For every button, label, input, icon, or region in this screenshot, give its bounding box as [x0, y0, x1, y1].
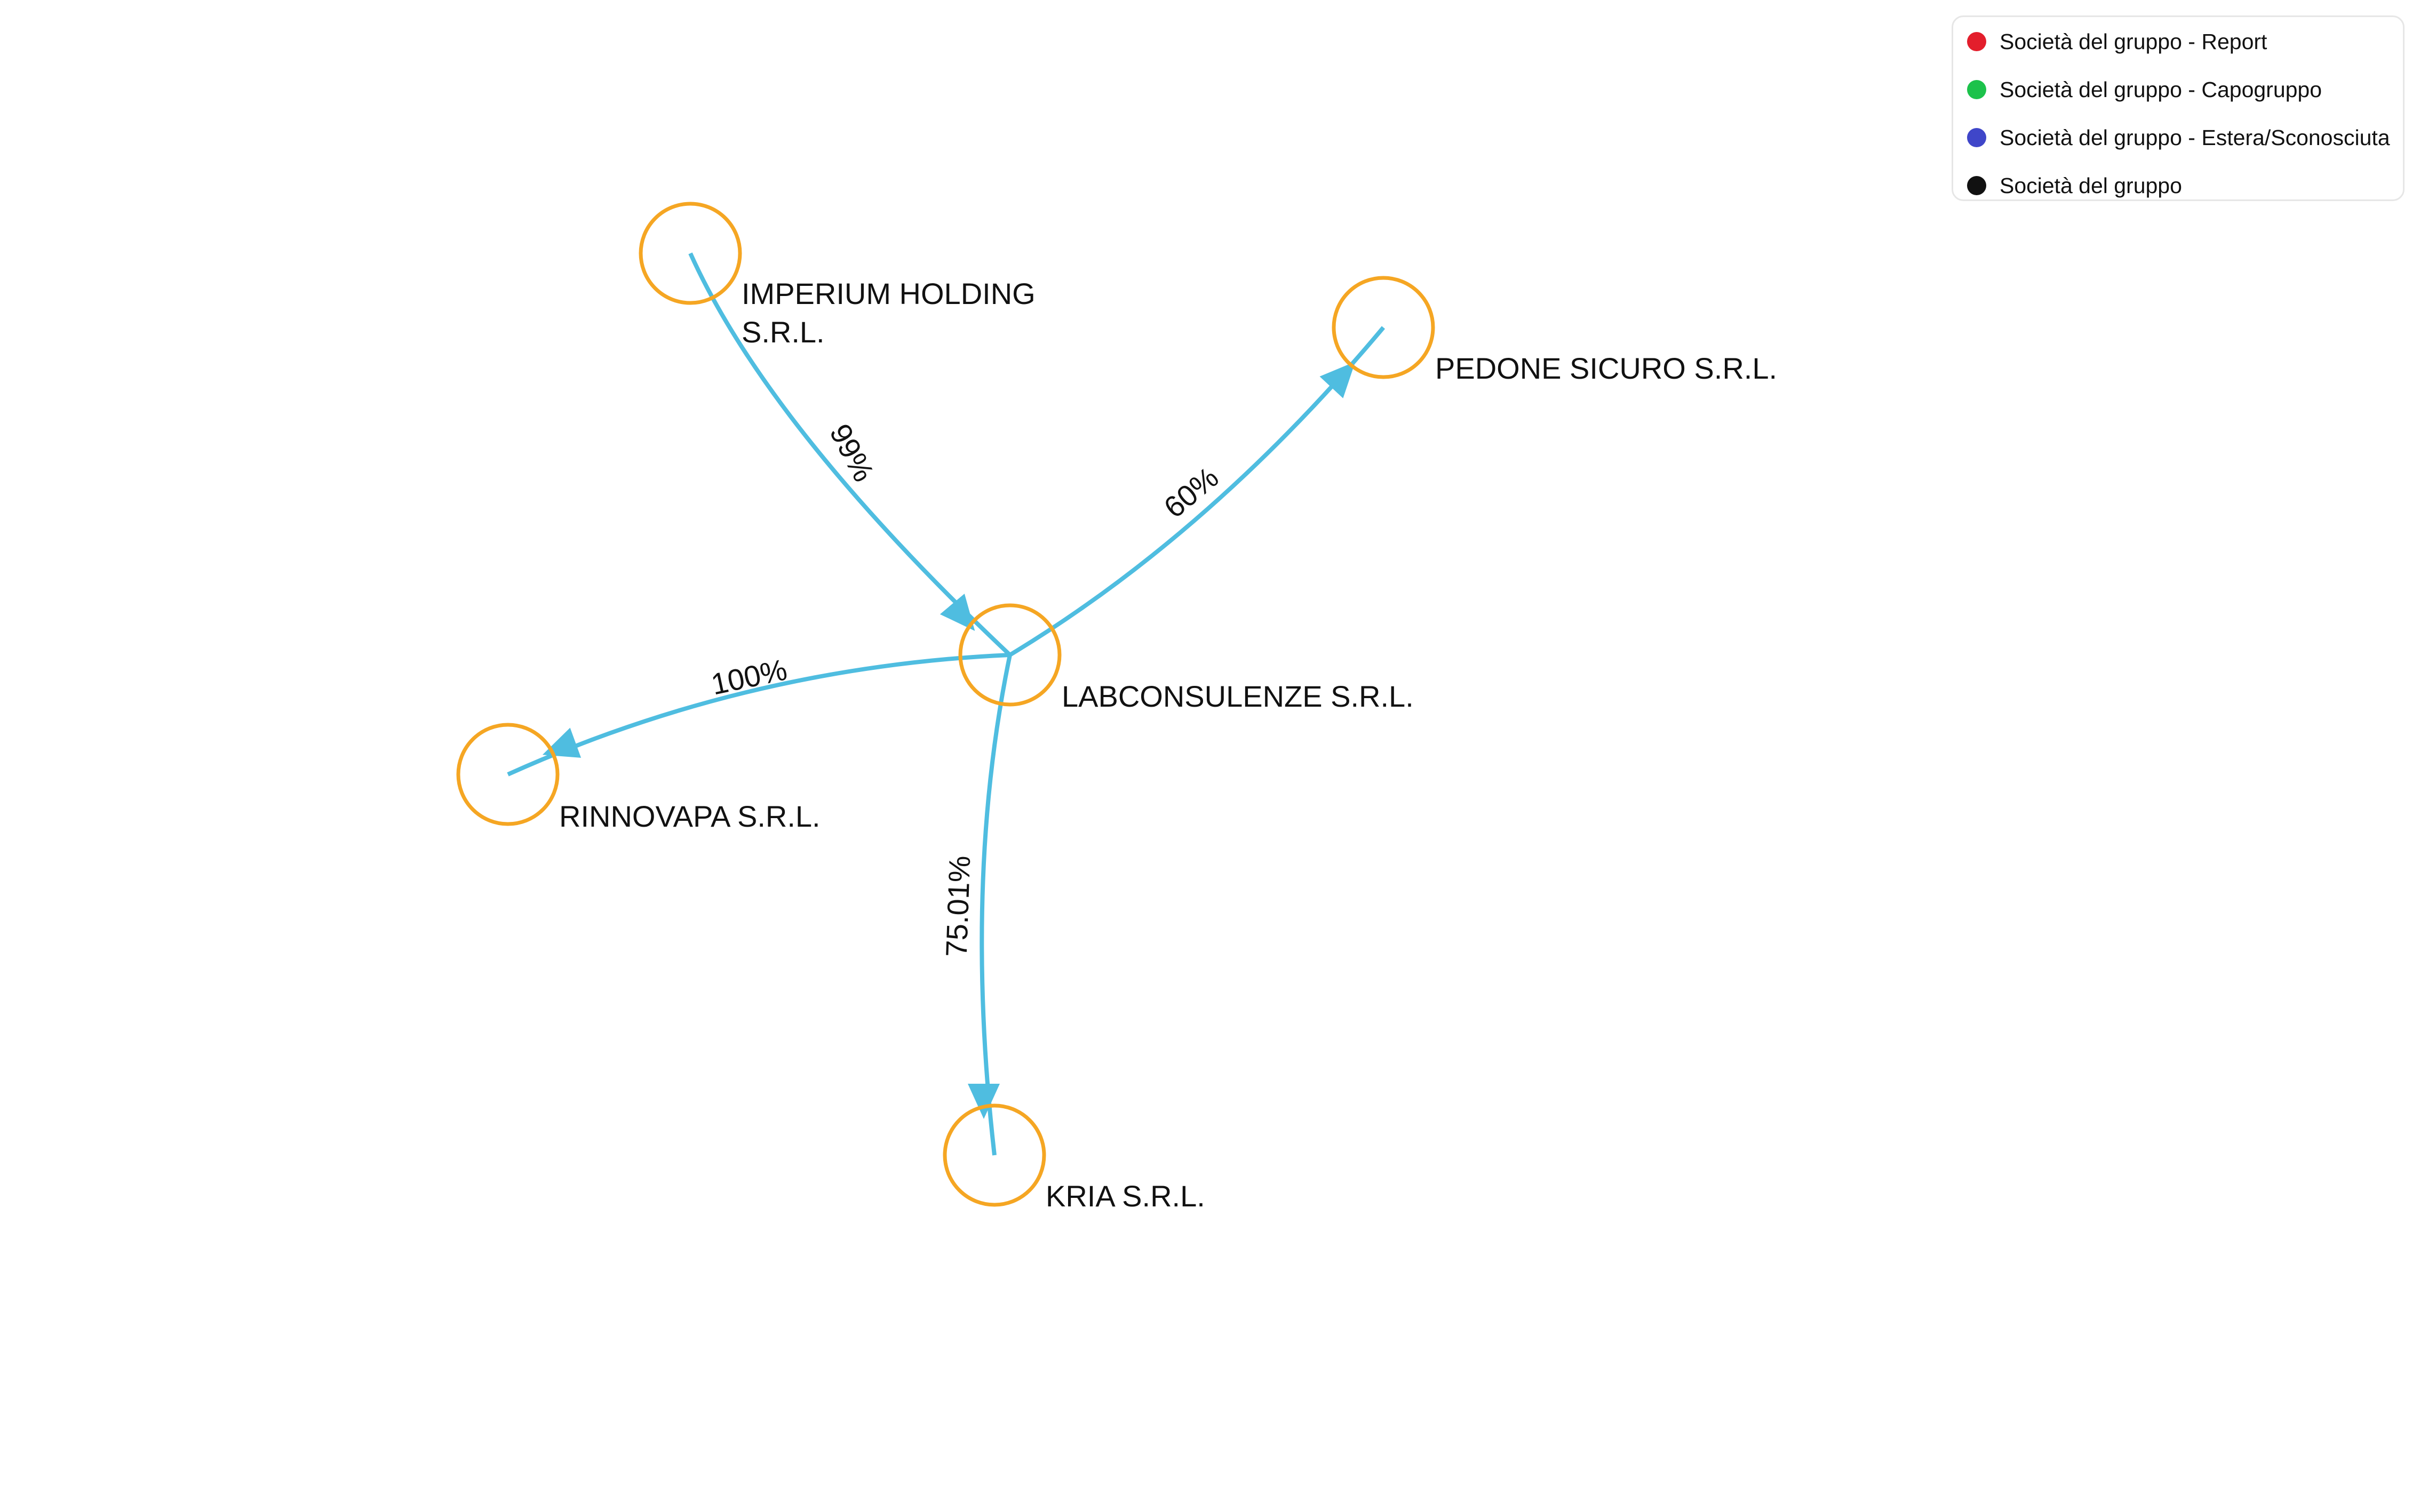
edge-labconsulenze-pedone[interactable]: 60%	[1008, 326, 1386, 657]
legend-label-report: Società del gruppo - Report	[2000, 29, 2267, 54]
edges-layer: 99% 60% 100% 75.01%	[507, 252, 1386, 1156]
node-pedone[interactable]: PEDONE SICURO S.R.L.	[1332, 276, 1777, 385]
edge-labconsulenze-rinnovapa[interactable]: 100%	[507, 652, 1010, 777]
legend-label-gruppo: Società del gruppo	[2000, 173, 2182, 198]
legend-item-capogruppo[interactable]: Società del gruppo - Capogruppo	[1953, 74, 2403, 106]
node-labconsulenze[interactable]: LABCONSULENZE S.R.L.	[958, 603, 1414, 713]
arrowhead-icon	[940, 594, 975, 631]
node-label-line: KRIA S.R.L.	[1046, 1179, 1205, 1213]
edge-label: 75.01%	[940, 855, 977, 957]
arrowhead-icon	[542, 727, 582, 758]
node-circle	[456, 723, 560, 826]
legend-dot-blue-icon	[1967, 128, 1986, 147]
node-imperium[interactable]: IMPERIUM HOLDING S.R.L.	[639, 202, 1036, 349]
node-label-line: PEDONE SICURO S.R.L.	[1435, 351, 1777, 385]
node-label: RINNOVAPA S.R.L.	[559, 799, 821, 833]
legend-item-report[interactable]: Società del gruppo - Report	[1953, 26, 2403, 58]
legend-item-estera[interactable]: Società del gruppo - Estera/Sconosciuta	[1953, 122, 2403, 154]
edge-label: 100%	[708, 652, 790, 701]
legend-dot-green-icon	[1967, 80, 1986, 99]
edge-line	[688, 252, 1012, 657]
node-label-line: IMPERIUM HOLDING	[742, 277, 1036, 310]
edge-line	[980, 654, 1012, 1156]
legend-label-capogruppo: Società del gruppo - Capogruppo	[2000, 77, 2322, 102]
arrowhead-icon	[1319, 362, 1356, 398]
edge-label: 60%	[1157, 460, 1224, 524]
legend-dot-black-icon	[1967, 176, 1986, 195]
legend-item-gruppo[interactable]: Società del gruppo	[1953, 170, 2403, 202]
node-kria[interactable]: KRIA S.R.L.	[943, 1103, 1205, 1213]
node-circle	[1332, 276, 1435, 379]
node-circle	[958, 603, 1062, 707]
node-label: KRIA S.R.L.	[1046, 1179, 1205, 1213]
edge-labconsulenze-kria[interactable]: 75.01%	[940, 654, 1012, 1156]
legend-dot-red-icon	[1967, 32, 1986, 51]
node-circle	[639, 202, 742, 305]
node-circle	[943, 1103, 1046, 1207]
node-label: IMPERIUM HOLDING S.R.L.	[742, 277, 1036, 349]
node-label-line: S.R.L.	[742, 315, 825, 349]
node-label-line: RINNOVAPA S.R.L.	[559, 799, 821, 833]
nodes-layer: IMPERIUM HOLDING S.R.L. LABCONSULENZE S.R.…	[456, 202, 1777, 1213]
arrowhead-icon	[968, 1084, 1000, 1119]
legend: Società del gruppo - Report Società del …	[1952, 15, 2405, 201]
edge-label: 99%	[823, 419, 881, 487]
node-rinnovapa[interactable]: RINNOVAPA S.R.L.	[456, 723, 821, 833]
node-label: PEDONE SICURO S.R.L.	[1435, 351, 1777, 385]
edge-line	[507, 653, 1010, 777]
edge-imperium-labconsulenze[interactable]: 99%	[688, 252, 1012, 657]
legend-label-estera: Società del gruppo - Estera/Sconosciuta	[2000, 125, 2390, 150]
node-label: LABCONSULENZE S.R.L.	[1062, 679, 1414, 713]
node-label-line: LABCONSULENZE S.R.L.	[1062, 679, 1414, 713]
